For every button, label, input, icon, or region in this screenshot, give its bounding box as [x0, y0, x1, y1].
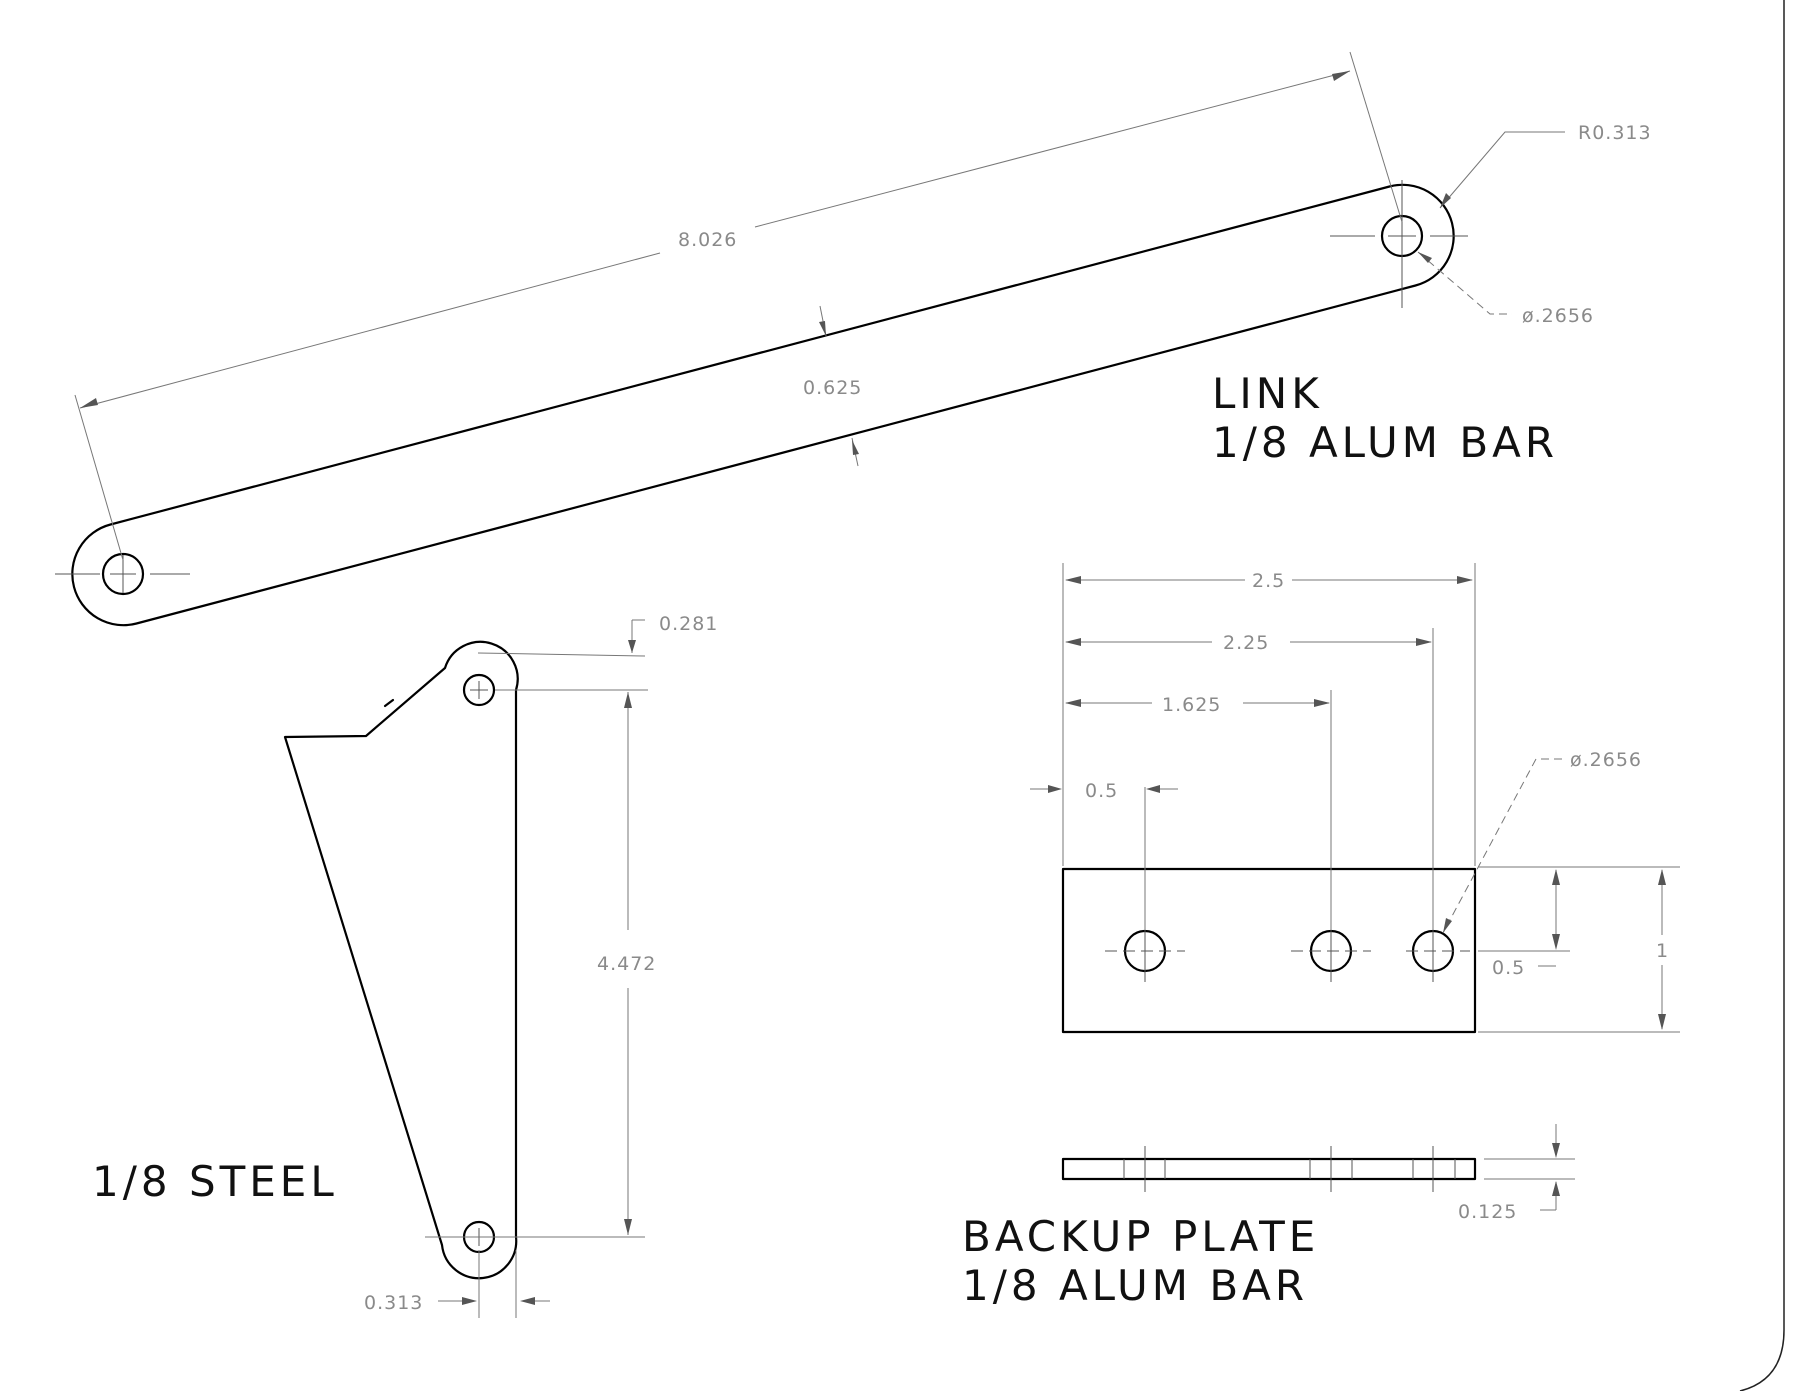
- plate-hole-dim: ø.2656: [1570, 749, 1642, 771]
- plate-hole1-dim: 0.5: [1085, 780, 1118, 802]
- link-length-dim: 8.026: [678, 229, 737, 251]
- bracket-radius-dim: 0.313: [364, 1292, 423, 1314]
- link-part: 8.026 0.625 R0.313 ø.2656 LINK 1/8 ALUM …: [55, 51, 1652, 627]
- plate-width-dim: 2.5: [1252, 570, 1285, 592]
- bracket-hole-top: [462, 673, 496, 707]
- backup-plate-part: 2.5 2.25 1.625 0.5 ø.2656 0.5: [962, 563, 1680, 1310]
- backup-plate-material: 1/8 ALUM BAR: [962, 1261, 1308, 1310]
- bracket-top-offset-dim: 0.281: [659, 613, 718, 635]
- bracket-center-distance-dim: 4.472: [597, 953, 656, 975]
- backup-plate-edge-view: [1061, 1157, 1477, 1181]
- link-title: LINK: [1212, 369, 1323, 418]
- link-hole-left: [101, 552, 145, 596]
- plate-thickness-dim: 0.125: [1458, 1201, 1517, 1223]
- plate-hole2-dim: 1.625: [1162, 694, 1221, 716]
- plate-hole-height-dim: 0.5: [1492, 957, 1525, 979]
- plate-hole3-dim: 2.25: [1223, 632, 1269, 654]
- backup-plate-outline: [1061, 867, 1477, 1034]
- link-radius-dim: R0.313: [1578, 122, 1652, 144]
- plate-height-dim: 1: [1656, 940, 1669, 962]
- link-material: 1/8 ALUM BAR: [1212, 418, 1558, 467]
- link-hole-dim: ø.2656: [1522, 305, 1594, 327]
- link-outline: [71, 183, 1455, 627]
- bracket-part: 0.281 4.472 0.313 1/8 STEEL: [92, 613, 718, 1318]
- page-corner-curl: [1739, 0, 1785, 1391]
- backup-plate-title: BACKUP PLATE: [962, 1212, 1319, 1261]
- bracket-material: 1/8 STEEL: [92, 1157, 338, 1206]
- link-width-dim: 0.625: [803, 377, 862, 399]
